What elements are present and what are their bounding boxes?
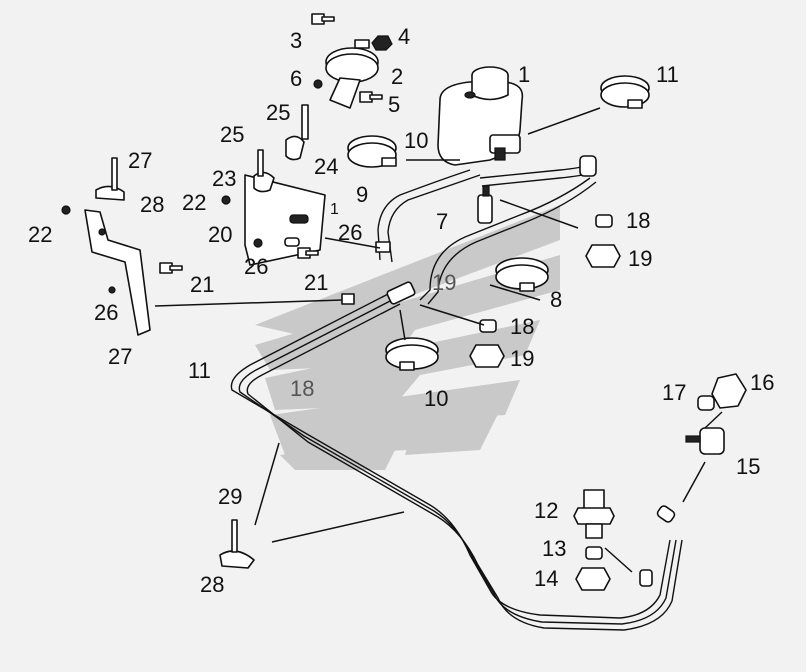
bracket-part-27 [84, 209, 151, 336]
callout-18-upper: 18 [626, 208, 650, 233]
clip-part-23 [253, 149, 275, 193]
callout-27-upper: 27 [128, 148, 152, 173]
callout-5: 5 [388, 92, 400, 117]
hose-clamp-part-10a [347, 135, 397, 168]
hose-clamp-part-11a [600, 75, 650, 109]
callout-20: 20 [208, 222, 232, 247]
callout-labels: 1 2 3 4 5 6 7 8 9 10 10 11 11 12 13 14 1… [28, 24, 774, 597]
clip-part-24 [285, 104, 309, 161]
callout-18-lower: 18 [290, 376, 314, 401]
callout-22-right: 22 [182, 190, 206, 215]
callout-17: 17 [662, 380, 686, 405]
nut-part-16 [711, 373, 747, 409]
callout-25-upper: 25 [266, 100, 290, 125]
nut-part-19a [585, 244, 621, 268]
callout-11-lower: 11 [188, 358, 211, 383]
callout-29: 29 [218, 484, 242, 509]
callout-19-lower: 19 [510, 346, 534, 371]
callout-28-upper: 28 [140, 192, 164, 217]
callout-9: 9 [356, 182, 368, 207]
olive-part-17 [697, 395, 715, 411]
callout-10-upper: 10 [404, 128, 428, 153]
callout-11-upper: 11 [656, 62, 679, 87]
bracket-plate-part-20 [244, 174, 326, 266]
callout-21-right: 21 [304, 270, 328, 295]
bolt-part-21a [297, 247, 319, 259]
callout-23: 23 [212, 166, 236, 191]
callout-3: 3 [290, 28, 302, 53]
clip-part-28b [219, 519, 255, 569]
callout-1: 1 [518, 62, 530, 87]
callout-27-lower: 27 [108, 344, 132, 369]
adapter-part-12 [573, 489, 615, 539]
olive-part-18a [595, 214, 613, 228]
callout-10-lower: 10 [424, 386, 448, 411]
tee-fitting-part-7 [477, 185, 493, 224]
callout-16: 16 [750, 370, 774, 395]
callout-25-lower: 25 [220, 122, 244, 147]
callout-4: 4 [398, 24, 410, 49]
olive-part-13 [585, 546, 603, 560]
bolt-part-21b [159, 262, 183, 274]
nut-part-26a [253, 238, 263, 248]
callout-6: 6 [290, 66, 302, 91]
callout-14: 14 [534, 566, 558, 591]
callout-26-right: 26 [338, 220, 362, 245]
bolt-part-3 [311, 13, 335, 25]
bolt-part-5 [359, 91, 383, 103]
nut-part-22a [221, 195, 231, 205]
leader-lines [154, 107, 723, 573]
fitting-part-9 [386, 281, 416, 305]
nut-part-26c [108, 286, 116, 294]
olive-part-18b [479, 319, 497, 333]
callout-26-left: 26 [94, 300, 118, 325]
reservoir-part-1 [437, 66, 524, 166]
callout-24: 24 [314, 154, 338, 179]
nut-part-4 [371, 35, 393, 51]
clip-part-28a [95, 157, 125, 201]
callout-2: 2 [391, 64, 403, 89]
callout-22-left: 22 [28, 222, 52, 247]
tee-part-15 [639, 427, 725, 587]
callout-1-small: 1 [330, 201, 339, 218]
nut-part-19b [469, 344, 505, 368]
callout-12: 12 [534, 498, 558, 523]
clamp-bracket-part-2 [325, 39, 379, 109]
callout-15: 15 [736, 454, 760, 479]
callout-21-left: 21 [190, 272, 214, 297]
hose-clamp-part-10b [385, 337, 439, 371]
reservoir-hoses [377, 155, 597, 305]
callout-19-mid: 19 [432, 270, 456, 295]
callout-7: 7 [436, 209, 448, 234]
nut-part-22b [61, 205, 71, 215]
callout-13: 13 [542, 536, 566, 561]
callout-28-lower: 28 [200, 572, 224, 597]
brake-pipe-main [230, 291, 683, 631]
callout-8: 8 [550, 287, 562, 312]
callout-18-mid: 18 [510, 314, 534, 339]
hose-clamp-part-8 [495, 257, 549, 292]
washer-part-6 [313, 79, 323, 89]
nut-part-14 [575, 567, 611, 591]
callout-26-mid: 26 [244, 254, 268, 279]
callout-19-upper: 19 [628, 246, 652, 271]
